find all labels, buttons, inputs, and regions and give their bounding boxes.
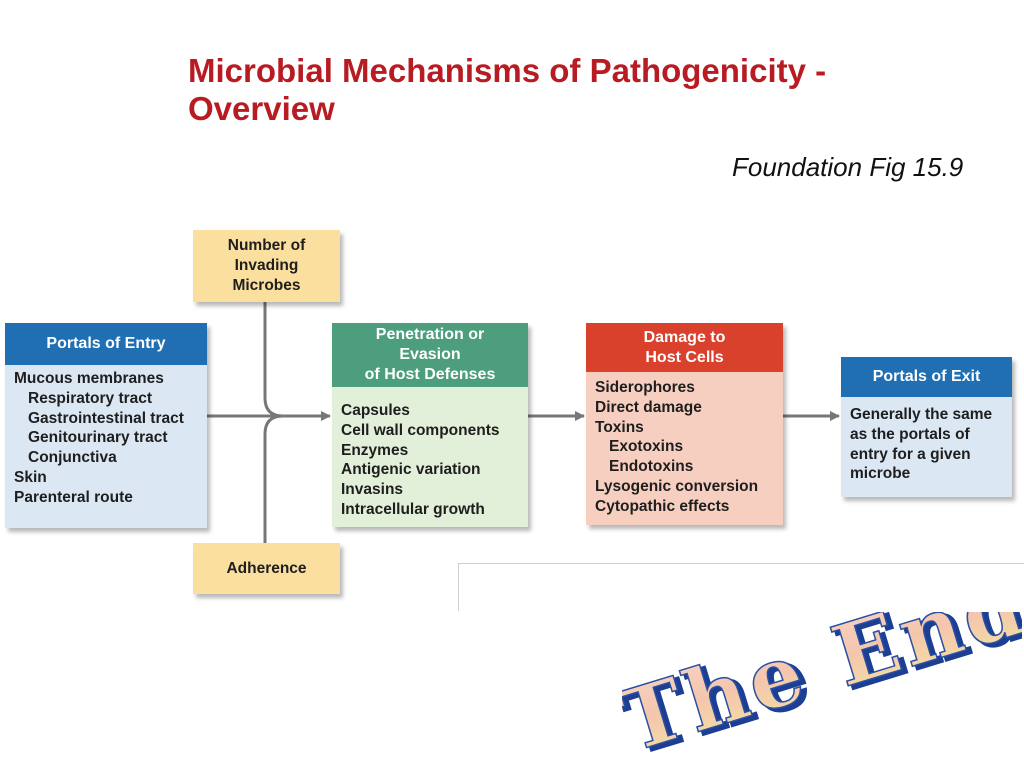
list-item: Direct damage: [595, 398, 702, 416]
adherence-box: Adherence: [193, 543, 340, 594]
penetration-title-line: of Host Defenses: [364, 366, 496, 383]
damage-list: Siderophores Direct damage Toxins Exotox…: [586, 372, 783, 517]
divider-line: [458, 563, 459, 611]
list-item: Genitourinary tract: [28, 429, 168, 447]
list-item: Generally the same: [850, 406, 993, 423]
list-item: as the portals of: [850, 425, 970, 443]
adherence-label: Adherence: [226, 559, 307, 577]
portals-of-entry-title: Portals of Entry: [46, 335, 166, 352]
list-item: Cell wall components: [341, 421, 500, 439]
list-item: Intracellular growth: [341, 500, 485, 518]
the-end-art: The End The End: [608, 553, 1024, 768]
penetration-header: Penetration or Evasion of Host Defenses: [332, 323, 528, 387]
list-item: Invasins: [341, 481, 404, 499]
list-item: entry for a given: [850, 445, 971, 463]
portals-of-entry-header: Portals of Entry: [5, 323, 207, 365]
list-item: Siderophores: [595, 379, 695, 396]
number-of-microbes-label: Number of Invading Microbes: [227, 237, 306, 294]
list-item: Toxins: [595, 418, 644, 436]
penetration-list: Capsules Cell wall components Enzymes An…: [332, 387, 528, 520]
list-item: Lysogenic conversion: [595, 477, 759, 495]
the-end-wordart: The End The End: [608, 553, 1024, 768]
portals-of-exit-list: Generally the same as the portals of ent…: [841, 397, 1012, 484]
damage-header: Damage to Host Cells: [586, 323, 783, 372]
bottom-connector: [263, 414, 284, 543]
list-item: Mucous membranes: [14, 370, 164, 387]
list-item: microbe: [850, 465, 911, 483]
number-of-microbes-box: Number of Invading Microbes: [193, 230, 340, 302]
list-item: Exotoxins: [609, 438, 684, 456]
portals-of-exit-header: Portals of Exit: [841, 357, 1012, 397]
damage-title-line: Damage to: [643, 328, 726, 346]
list-item: Antigenic variation: [341, 461, 481, 479]
portals-of-exit-title: Portals of Exit: [872, 368, 981, 385]
list-item: Conjunctiva: [28, 449, 117, 467]
portals-of-exit-box: Portals of Exit Generally the same as th…: [841, 357, 1012, 497]
list-item: Parenteral route: [14, 488, 133, 506]
penetration-title-line: Penetration or: [375, 326, 485, 343]
the-end-text: The End: [622, 612, 1022, 762]
list-item: Gastrointestinal tract: [28, 409, 184, 427]
list-item: Capsules: [341, 402, 410, 419]
list-item: Enzymes: [341, 441, 409, 459]
penetration-title-line: Evasion: [399, 346, 461, 363]
portals-of-entry-box: Portals of Entry Mucous membranes Respir…: [5, 323, 207, 528]
penetration-box: Penetration or Evasion of Host Defenses …: [332, 323, 528, 527]
list-item: Cytopathic effects: [595, 497, 730, 515]
slide-title: Microbial Mechanisms of Pathogenicity - …: [188, 52, 827, 127]
list-item: Endotoxins: [609, 458, 694, 476]
list-item: Skin: [14, 468, 47, 486]
damage-title-line: Host Cells: [645, 348, 724, 366]
portals-of-entry-list: Mucous membranes Respiratory tract Gastr…: [5, 365, 207, 508]
damage-box: Damage to Host Cells Siderophores Direct…: [586, 323, 783, 525]
divider-line: [458, 563, 1024, 564]
figure-reference: Foundation Fig 15.9: [732, 152, 964, 182]
top-connector: [263, 302, 284, 418]
list-item: Respiratory tract: [28, 389, 153, 407]
